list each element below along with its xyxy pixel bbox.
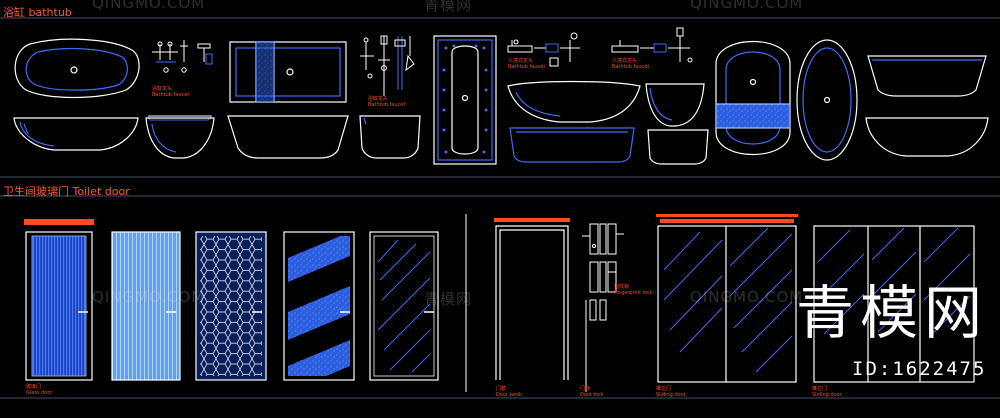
watermark-brand-mid-2: QINGMO.COM xyxy=(690,288,804,306)
bathtub-3-plan xyxy=(229,41,347,103)
sliding-door-1 xyxy=(656,214,798,383)
bathtub-4-elevation xyxy=(359,115,421,159)
bathtub-3-elevation xyxy=(227,115,349,159)
frosted-door xyxy=(111,231,181,381)
bathtub-faucet-2-plan xyxy=(360,35,415,96)
door-jamb xyxy=(494,218,570,380)
sliding-door-2 xyxy=(813,225,975,383)
bathtub-6-elevation xyxy=(507,80,641,163)
watermark-cn-top: 青模网 xyxy=(424,0,473,14)
inwall-faucet-2 xyxy=(611,27,693,63)
section-title-toilet-door: 卫生间玻璃门 Toilet door xyxy=(3,185,130,198)
bathtub-10-elevation xyxy=(865,55,989,157)
inwall-faucet-1 xyxy=(507,32,580,67)
hexagon-door xyxy=(195,231,267,381)
bathtub-1-plan xyxy=(14,38,140,99)
bathtub-7-elevation xyxy=(645,83,709,165)
section-title-bathtub: 浴缸 bathtub xyxy=(3,6,72,19)
watermark-big-cn: 青模网 xyxy=(796,279,989,347)
diagonal-line-door xyxy=(369,231,439,381)
bathtub-8-plan xyxy=(715,40,791,156)
glass-door-blue xyxy=(24,219,94,381)
bathtub-9-plan xyxy=(796,39,858,161)
bathtub-faucet-1-plan xyxy=(152,40,213,73)
watermark-cn-mid: 青模网 xyxy=(424,290,473,308)
watermark-id: ID:1622475 xyxy=(852,358,987,380)
watermark-brand-top-2: QINGMO.COM xyxy=(690,0,804,12)
watermark-brand-mid-1: QINGMO.COM xyxy=(92,288,206,306)
watermark-brand-top-1: QINGMO.COM xyxy=(92,0,206,12)
section-frames xyxy=(0,17,1000,399)
bathtub-1-elevation xyxy=(13,117,139,151)
bathtub-5-plan-jacuzzi xyxy=(433,35,497,165)
bathtub-2-elevation xyxy=(145,117,215,159)
diagonal-pattern-door xyxy=(283,231,355,381)
door-lock-set xyxy=(582,223,624,392)
